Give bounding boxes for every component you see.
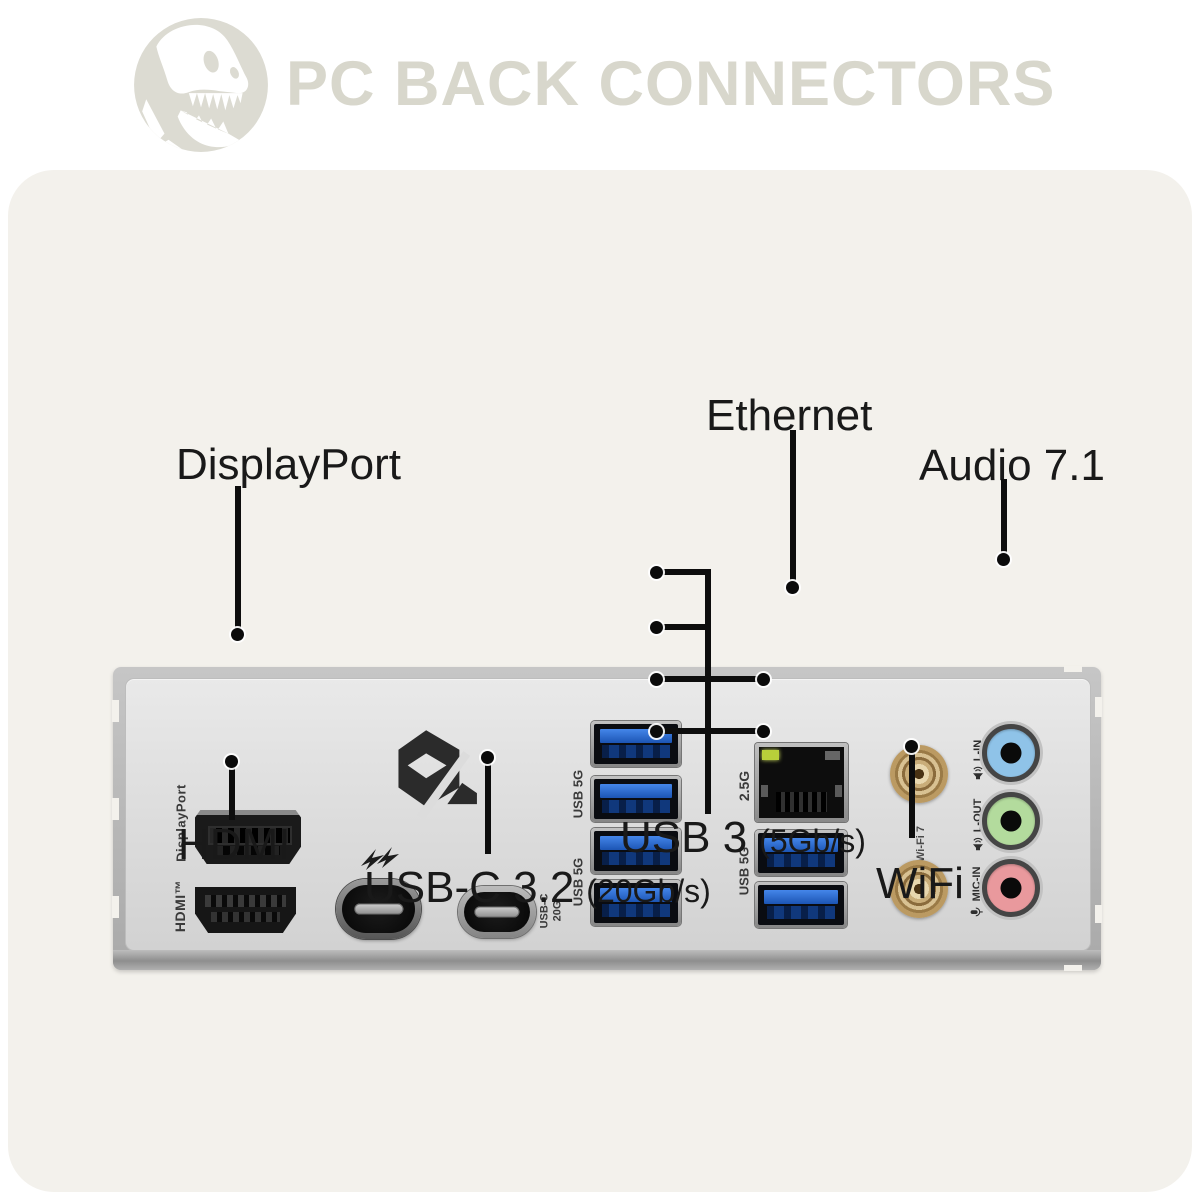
wifi-callout-label: WiFi (876, 859, 964, 908)
thunderbolt-usbc-port (336, 879, 421, 939)
speaker-icon (973, 766, 983, 780)
displayport-slot-lower (216, 845, 280, 856)
displayport-port (195, 810, 301, 864)
thunderbolt-usbc-tab (353, 903, 404, 915)
usb3-callout-line-vertical (705, 569, 711, 814)
speaker-icon (973, 837, 983, 851)
hdmi-callout-dot (225, 755, 238, 768)
wifi-callout-line (909, 747, 915, 838)
usb-a-port-3 (591, 828, 681, 874)
usb-a-port-2 (591, 776, 681, 822)
audio-callout-dot (997, 553, 1010, 566)
panel-notch (112, 896, 119, 918)
ethernet-clip (761, 785, 768, 797)
panel-notch (112, 700, 119, 722)
panel-notch (112, 798, 119, 820)
usbc-callout-dot (481, 751, 494, 764)
usbc-20g-port (458, 886, 536, 938)
displayport-callout-label: DisplayPort (176, 440, 401, 489)
hdmi-callout-label: HDMI (178, 820, 291, 869)
hdmi-callout-line (229, 761, 235, 820)
usb3-callout-dot-3 (650, 673, 663, 686)
audio-callout-line (1001, 479, 1007, 560)
usbc-20g-tab (474, 906, 520, 918)
audio-jack-line-out (982, 792, 1040, 850)
usb3-callout-label: USB 3(5Gb/s) (620, 813, 866, 862)
usb-a-port-6 (755, 882, 847, 928)
usbc-callout-label: USB-C 3.2(20Gb/s) (364, 863, 711, 912)
usbc-callout-line (485, 757, 491, 854)
usb3-callout-dot-4 (650, 725, 663, 738)
wifi-antenna-connector-bottom (890, 860, 948, 918)
usb3-callout-line-h3 (656, 676, 763, 682)
microphone-icon (970, 907, 983, 917)
connectors-card: DisplayPort HDMI™ USB (8, 170, 1192, 1192)
panel-notch (1064, 965, 1082, 971)
usb3-callout-dot-2 (650, 621, 663, 634)
audio-callout-label: Audio 7.1 (919, 441, 1105, 490)
displayport-callout-dot (231, 628, 244, 641)
panel-notch (1064, 666, 1082, 672)
usb3-callout-dot-6 (757, 725, 770, 738)
wifi-callout-dot (905, 740, 918, 753)
ethernet-callout-label: Ethernet (706, 391, 873, 440)
ethernet-callout-line (790, 430, 796, 587)
panel-notch (1095, 905, 1102, 923)
t-rex-skull-logo-icon (134, 18, 268, 152)
usb3-callout-dot-5 (757, 673, 770, 686)
audio-jack-line-in (982, 724, 1040, 782)
ethernet-led (762, 750, 779, 760)
usb3-callout-dot-1 (650, 566, 663, 579)
usb-a-port-4 (591, 880, 681, 926)
wifi-antenna-connector-top (890, 745, 948, 803)
ethernet-indicator (825, 751, 840, 760)
hdmi-pins (211, 911, 280, 922)
usb3-callout-line-h4 (656, 728, 763, 734)
page-title: PC BACK CONNECTORS (286, 49, 1056, 119)
audio-jack-mic-in (982, 859, 1040, 917)
hdmi-port (195, 887, 296, 933)
motherboard-brand-logo (398, 730, 477, 820)
ethernet-contacts (776, 792, 827, 813)
ethernet-clip (835, 785, 842, 797)
usb-a-port-5 (755, 830, 847, 876)
displayport-callout-line (235, 486, 241, 635)
displayport-slot (207, 826, 293, 846)
ethernet-rj45-port (755, 743, 848, 822)
usb3-callout-line-h1 (656, 569, 711, 575)
hdmi-pins (205, 895, 286, 908)
io-panel-bottom-edge (113, 950, 1101, 970)
usb3-callout-line-h2 (656, 624, 711, 630)
panel-notch (1095, 697, 1102, 717)
ethernet-callout-dot (786, 581, 799, 594)
thunderbolt-icon (361, 847, 399, 870)
